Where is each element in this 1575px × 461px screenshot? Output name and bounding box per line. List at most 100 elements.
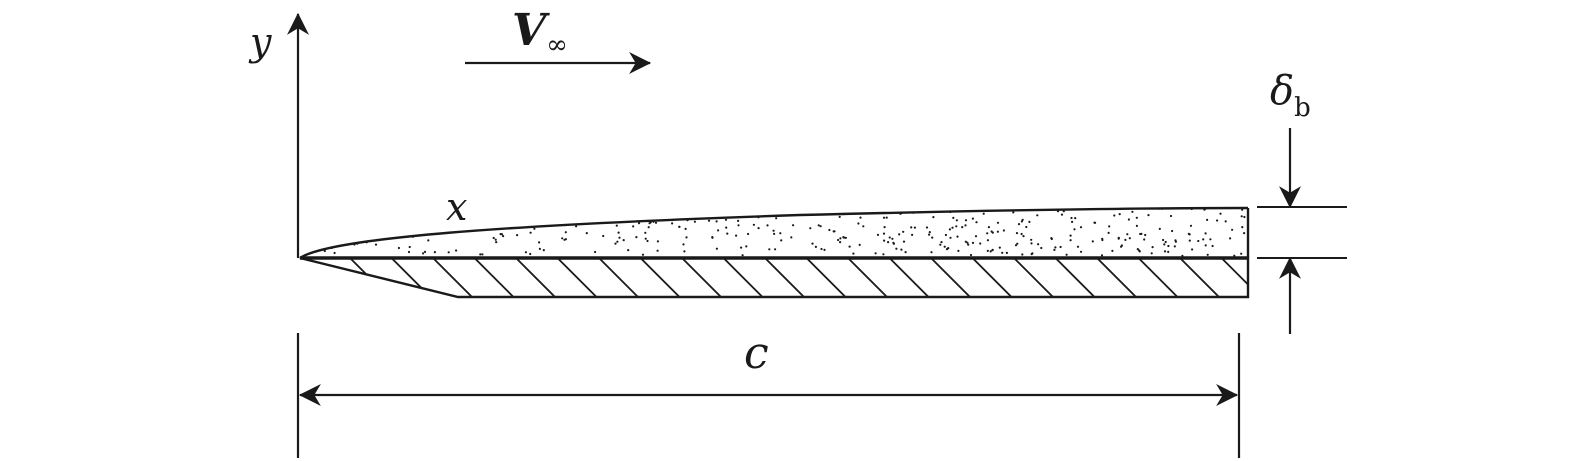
thickness-symbol: δ	[1270, 68, 1294, 114]
stipple-dot	[1030, 238, 1033, 241]
stipple-dot	[422, 208, 425, 210]
stipple-dot	[304, 250, 307, 254]
stipple-dot	[671, 206, 673, 208]
stipple-dot	[1167, 244, 1170, 248]
stipple-dot	[644, 231, 647, 234]
hatch-line	[971, 258, 1014, 297]
stipple-dot	[957, 249, 960, 252]
stipple-dot	[416, 216, 419, 219]
stipple-dot	[333, 251, 336, 255]
hatch-line	[1013, 258, 1055, 297]
stipple-dot	[790, 236, 793, 239]
stipple-dot	[1243, 215, 1246, 219]
stipple-dot	[366, 208, 369, 212]
hatch-line	[722, 258, 765, 297]
hatch-line	[805, 258, 848, 297]
stipple-dot	[473, 218, 476, 221]
stipple-dot	[1040, 246, 1043, 250]
stipple-dot	[1188, 239, 1191, 242]
stipple-dot	[809, 227, 812, 230]
stipple-dot	[1241, 208, 1244, 211]
stipple-dot	[1020, 220, 1024, 223]
stipple-dot	[305, 211, 308, 214]
stipple-dot	[737, 219, 740, 222]
hatch-line	[515, 258, 557, 297]
stipple-dot	[492, 236, 495, 240]
stipple-dot	[1204, 232, 1207, 235]
stipple-dot	[932, 216, 935, 219]
stipple-dot	[540, 216, 543, 219]
stipple-dot	[1016, 242, 1019, 245]
stipple-dot	[1171, 229, 1174, 233]
stipple-dot	[1219, 212, 1222, 215]
stipple-dot	[1163, 250, 1167, 253]
stipple-dot	[964, 224, 967, 227]
stipple-dot	[407, 250, 411, 254]
stipple-dot	[982, 212, 985, 215]
stipple-dot	[1143, 238, 1146, 241]
stipple-dot	[945, 248, 949, 251]
stipple-dot	[560, 212, 563, 215]
stipple-dot	[1162, 238, 1165, 242]
stipple-dot	[828, 228, 831, 232]
stipple-dot	[1135, 216, 1138, 219]
stipple-dot	[355, 208, 358, 210]
stipple-dot	[779, 232, 782, 235]
stipple-dot	[637, 222, 641, 225]
stipple-dot	[783, 206, 785, 208]
stipple-dot	[409, 216, 412, 220]
stipple-dot	[1037, 243, 1040, 246]
stipple-dot	[1025, 225, 1028, 229]
stipple-dot	[562, 220, 565, 223]
stipple-dot	[775, 217, 778, 220]
stipple-dot	[904, 251, 907, 254]
hatch-line	[1220, 258, 1248, 297]
stipple-dot	[524, 251, 528, 254]
hatch-line	[930, 258, 972, 297]
stipple-dot	[1191, 248, 1194, 251]
stipple-dot	[474, 208, 477, 209]
stipple-dot	[490, 208, 494, 209]
stipple-dot	[725, 213, 728, 216]
stipple-dot	[488, 208, 491, 209]
stipple-dot	[747, 232, 750, 236]
stipple-dot	[1111, 249, 1114, 252]
stipple-dot	[882, 216, 886, 219]
stipple-dot	[837, 238, 840, 242]
stipple-dot	[344, 216, 347, 219]
stipple-dot	[671, 222, 674, 225]
stipple-dot	[823, 248, 826, 251]
stipple-dot	[685, 236, 688, 239]
stipple-dot	[998, 246, 1001, 249]
stipple-dot	[359, 218, 362, 221]
stipple-dot	[361, 216, 364, 219]
stipple-dot	[961, 226, 964, 229]
stipple-dot	[1107, 231, 1110, 234]
thickness-label: δb	[1270, 68, 1311, 123]
stipple-dot	[955, 219, 959, 222]
x-axis-label: x	[446, 185, 467, 229]
stipple-dot	[1050, 237, 1053, 240]
stipple-dot	[433, 251, 436, 254]
stipple-dot	[542, 249, 545, 252]
hatch-line	[681, 258, 723, 297]
stipple-dot	[387, 225, 390, 228]
stipple-dot	[883, 226, 886, 229]
stipple-dot	[378, 220, 381, 223]
stipple-dot	[1030, 242, 1033, 245]
stipple-dot	[437, 221, 440, 224]
stipple-dot	[1079, 250, 1083, 253]
stipple-dot	[1050, 205, 1052, 207]
stipple-dot	[975, 221, 978, 224]
stipple-dot	[310, 215, 313, 219]
stipple-dot	[1015, 232, 1019, 235]
stipple-dot	[379, 210, 382, 213]
hatch-line	[432, 258, 474, 297]
stipple-dot	[682, 243, 685, 246]
stipple-dot	[385, 210, 388, 213]
stipple-dot	[969, 253, 973, 257]
stipple-dot	[745, 245, 748, 248]
stipple-dot	[773, 208, 776, 209]
stipple-dot	[1060, 213, 1064, 216]
hatch-line	[390, 258, 433, 297]
